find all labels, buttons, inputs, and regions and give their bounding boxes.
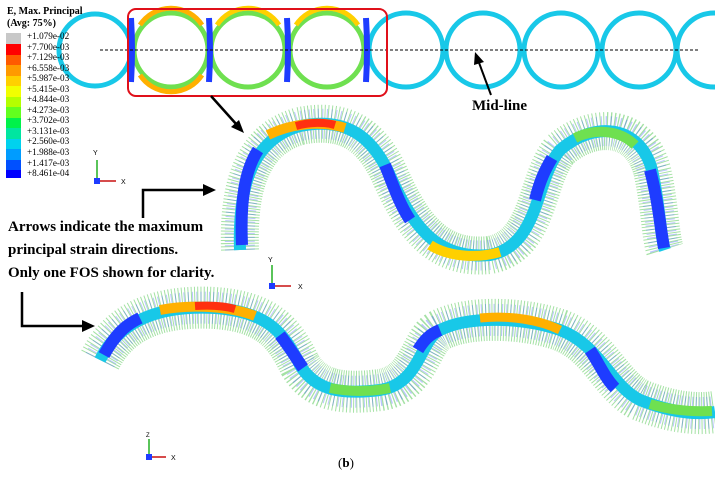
- legend-title-line1: E, Max. Principal: [7, 6, 83, 17]
- annotation-line-2: principal strain directions.: [8, 242, 179, 258]
- midline-label: Mid-line: [472, 98, 527, 114]
- legend-value: +7.129e-03: [27, 52, 70, 63]
- svg-text:Y: Y: [268, 257, 273, 264]
- annotation-line-3: Only one FOS shown for clarity.: [8, 265, 215, 281]
- bottom-wave-fiber: [94, 301, 715, 420]
- legend-value: +1.988e-03: [27, 147, 70, 158]
- box-pointer-arrow: [210, 95, 244, 133]
- triad-legend-xy: Y X: [93, 150, 126, 186]
- svg-text:X: X: [298, 284, 303, 291]
- legend-value: +6.558e-03: [27, 62, 70, 73]
- legend-value: +1.417e-03: [27, 157, 70, 168]
- legend-value: +2.560e-03: [27, 136, 70, 147]
- legend-value: +7.700e-03: [27, 41, 70, 52]
- triad-axis-y: Y: [93, 150, 98, 157]
- legend-value: +1.079e-02: [27, 31, 70, 41]
- annotation-text: Arrows indicate the maximum principal st…: [8, 216, 214, 285]
- highlight-box: [127, 8, 388, 97]
- legend-values: +1.079e-02 +7.700e-03 +7.129e-03 +6.558e…: [27, 31, 69, 179]
- triad-axis-x: X: [121, 179, 126, 186]
- annotation-line-1: Arrows indicate the maximum: [8, 219, 204, 235]
- annotation-arrow-lower: [20, 292, 95, 332]
- triad-middle-xy: Y X: [268, 257, 303, 291]
- legend-value: +3.702e-03: [27, 115, 70, 126]
- legend-value: +3.131e-03: [27, 125, 70, 136]
- legend-value: +4.273e-03: [27, 104, 70, 115]
- midline-pointer-arrow: [474, 52, 492, 96]
- legend-color-bar: [6, 33, 21, 178]
- legend-value: +8.461e-04: [27, 168, 70, 179]
- bottom-wave-arrows: [81, 286, 715, 435]
- legend-title-line2: (Avg: 75%): [7, 18, 56, 29]
- caption-letter: b: [342, 455, 350, 470]
- triad-axis-z: Z: [146, 433, 150, 439]
- middle-wave-fiber: [233, 117, 671, 262]
- legend-value: +4.844e-03: [27, 94, 70, 105]
- legend-value: +5.415e-03: [27, 83, 70, 94]
- svg-text:X: X: [171, 455, 176, 462]
- triad-bottom-xz: Z X: [146, 433, 176, 462]
- legend-value: +5.987e-03: [27, 73, 70, 84]
- middle-wave-arrows: [220, 104, 684, 275]
- annotation-arrow-upper: [141, 184, 216, 218]
- legend-title: E, Max. Principal (Avg: 75%): [7, 6, 83, 30]
- figure-caption: (b): [338, 455, 354, 470]
